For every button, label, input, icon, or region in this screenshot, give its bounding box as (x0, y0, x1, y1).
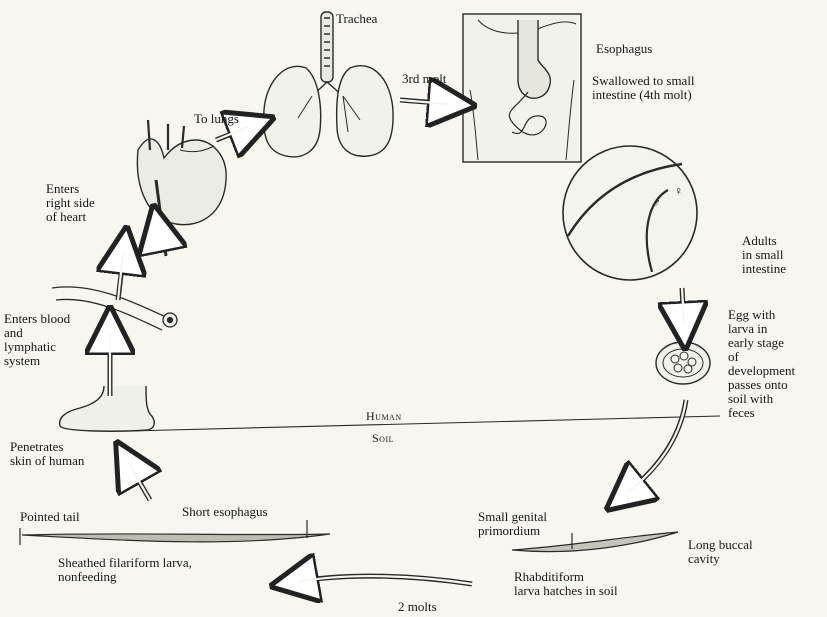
label-egg: Egg with larva in early stage of develop… (728, 308, 795, 420)
label-to-lungs: To lungs (194, 112, 239, 126)
label-penetrates: Penetrates skin of human (10, 440, 84, 468)
blood-vessel-illustration (52, 287, 177, 330)
label-swallowed: Swallowed to small intestine (4th molt) (592, 74, 695, 102)
lungs-illustration (264, 12, 393, 157)
egg-illustration (656, 342, 710, 384)
label-long-buccal: Long buccal cavity (688, 538, 753, 566)
label-small-genital: Small genital primordium (478, 510, 547, 538)
label-trachea: Trachea (336, 12, 377, 26)
label-rhabditiform: Rhabditiform larva hatches in soil (514, 570, 618, 598)
label-enters-blood: Enters blood and lymphatic system (4, 312, 70, 368)
label-pointed-tail: Pointed tail (20, 510, 80, 524)
label-female-symbol: ♀ (674, 184, 683, 198)
adults-illustration (563, 146, 697, 280)
label-male-symbol: ♂ (652, 196, 661, 210)
label-enters-heart: Enters right side of heart (46, 182, 95, 224)
foot-illustration (60, 386, 155, 431)
label-esophagus: Esophagus (596, 42, 652, 56)
label-human: Human (366, 409, 402, 423)
label-adults: Adults in small intestine (742, 234, 786, 276)
heart-illustration (137, 120, 226, 256)
label-sheathed: Sheathed filariform larva, nonfeeding (58, 556, 192, 584)
stomach-illustration (463, 14, 581, 162)
label-third-molt: 3rd molt (402, 72, 446, 86)
label-short-esophagus: Short esophagus (182, 505, 268, 519)
human-soil-divider (130, 416, 720, 431)
label-two-molts: 2 molts (398, 600, 437, 614)
label-soil: Soil (372, 431, 394, 445)
